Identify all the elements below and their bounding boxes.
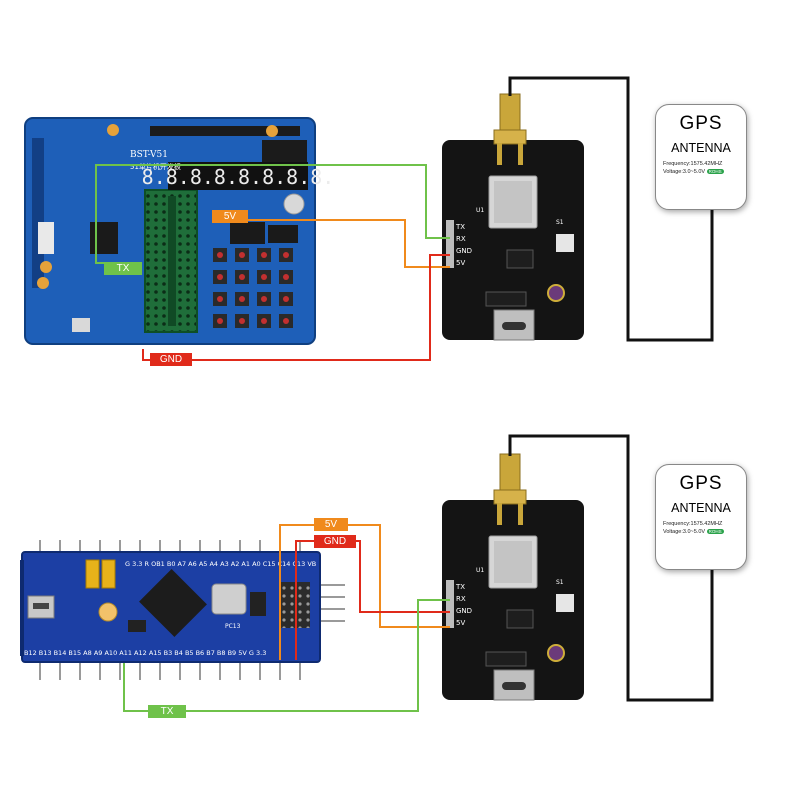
top-dev-board — [24, 117, 316, 345]
svg-text:U1: U1 — [476, 567, 484, 574]
bottom-antenna-voltage: Voltage:3.0~5.0V — [663, 529, 706, 535]
top-antenna-subtitle: ANTENNA — [671, 141, 731, 155]
bottom-antenna-subtitle: ANTENNA — [671, 501, 731, 515]
top-antenna-title: GPS — [679, 113, 723, 134]
bottom-pin-rx: RX — [456, 595, 466, 603]
svg-text:S1: S1 — [556, 579, 564, 586]
board-subtitle: 51单片机开发板 — [130, 162, 181, 171]
svg-text:U1: U1 — [476, 207, 484, 214]
bottom-rohs-badge: ROHS — [706, 529, 724, 534]
svg-text:S1: S1 — [556, 219, 564, 226]
top-gps-antenna: GPS ANTENNA Frequency:1575.42MHZ Voltage… — [655, 104, 747, 210]
seven-segment-display: 8.8.8.8.8.8.8.8. — [142, 162, 335, 190]
top-pin-tx: TX — [455, 223, 465, 231]
top-gps-module: TX RX GND 5V U1 S1 — [442, 93, 584, 341]
top-5v-label: 5V — [212, 210, 248, 223]
bottom-antenna-title: GPS — [679, 473, 723, 494]
board-title: BST-V51 — [130, 150, 168, 160]
bottom-gps-module: TX RX GND 5V U1 S1 — [442, 453, 584, 701]
top-pin-gnd: GND — [456, 247, 472, 255]
top-pin-5v: 5V — [456, 259, 465, 267]
bottom-antenna-cable — [508, 434, 714, 702]
top-tx-label: TX — [104, 262, 142, 275]
bottom-pin-tx: TX — [455, 583, 465, 591]
bottom-gps-antenna: GPS ANTENNA Frequency:1575.42MHZ Voltage… — [655, 464, 747, 570]
bottom-pin-gnd: GND — [456, 607, 472, 615]
bottom-stm32-board: G 3.3 R OB1 B0 A7 A6 A5 A4 A3 A2 A1 A0 C… — [20, 540, 345, 680]
top-antenna-cable — [508, 76, 714, 342]
top-antenna-voltage: Voltage:3.0~5.0V — [663, 169, 706, 175]
pins-bottom-row: B12 B13 B14 B15 A8 A9 A10 A11 A12 A15 B3… — [24, 649, 266, 657]
segment-digits: 8.8.8.8.8.8.8.8. — [142, 165, 335, 189]
top-pin-rx: RX — [456, 235, 466, 243]
bottom-gnd-label: GND — [314, 535, 356, 548]
top-antenna-freq: Frequency:1575.42MHZ — [663, 161, 723, 167]
bottom-pin-5v: 5V — [456, 619, 465, 627]
bottom-tx-label: TX — [148, 705, 186, 718]
pins-top-row: G 3.3 R OB1 B0 A7 A6 A5 A4 A3 A2 A1 A0 C… — [125, 560, 316, 568]
bottom-wires — [123, 524, 450, 712]
chip-label: PC13 — [225, 623, 241, 630]
bottom-antenna-freq: Frequency:1575.42MHZ — [663, 521, 723, 527]
bottom-5v-label: 5V — [314, 518, 348, 531]
top-gnd-label: GND — [150, 353, 192, 366]
top-rohs-badge: ROHS — [706, 169, 724, 174]
